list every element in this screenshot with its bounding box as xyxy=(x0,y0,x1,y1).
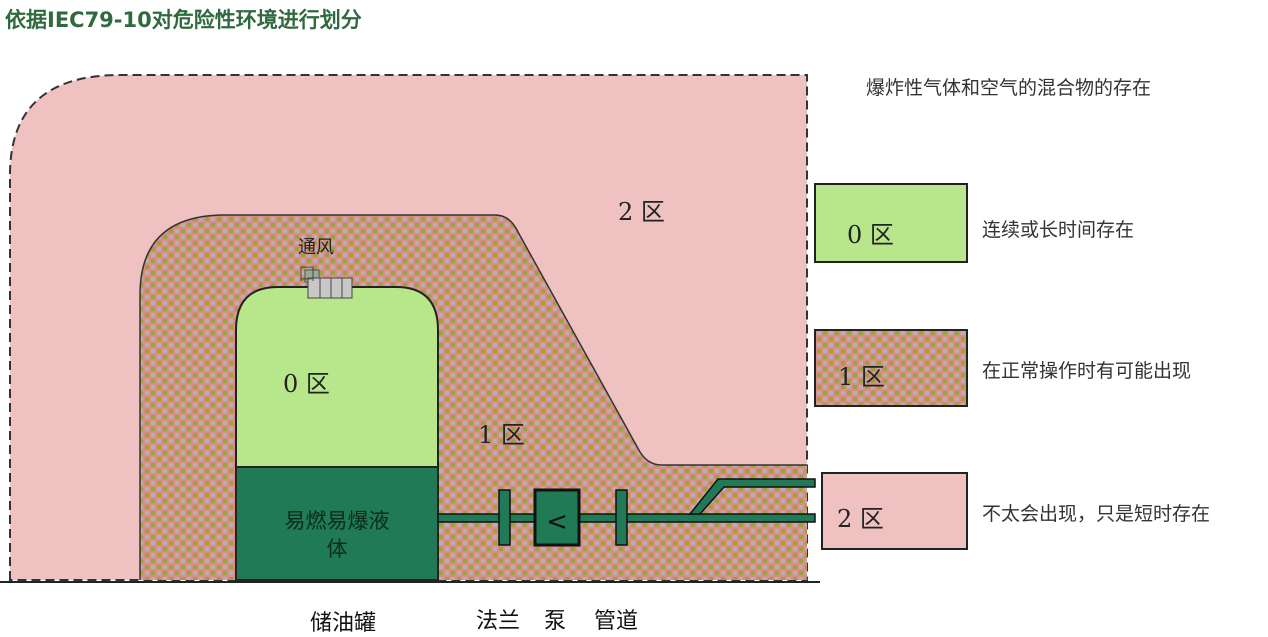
pump xyxy=(533,488,581,547)
legend-desc-zone-2: 不太会出现，只是短时存在 xyxy=(982,503,1210,525)
caption-flange: 法兰 xyxy=(476,609,520,634)
page-title: 依据IEC79-10对危险性环境进行划分 xyxy=(5,8,362,32)
legend-label-zone-1: 1 区 xyxy=(838,363,885,391)
vent-icon xyxy=(304,269,353,299)
legend-heading: 爆炸性气体和空气的混合物的存在 xyxy=(866,77,1151,99)
zone-1-label: 1 区 xyxy=(478,421,525,449)
caption-pump: 泵 xyxy=(544,609,566,634)
liquid-label-2: 体 xyxy=(327,537,348,561)
legend-swatch-zone-0 xyxy=(814,183,968,263)
legend-swatch-zone-2 xyxy=(821,472,968,550)
vent-label-2: 口 xyxy=(298,264,316,285)
legend-desc-zone-1: 在正常操作时有可能出现 xyxy=(982,360,1191,382)
zone-1-outline xyxy=(139,214,807,580)
legend-swatch-zone-1 xyxy=(814,329,968,407)
legend-label-zone-2: 2 区 xyxy=(837,505,884,533)
flange-left xyxy=(498,489,511,546)
caption-tank: 储油罐 xyxy=(310,611,376,636)
tank-liquid xyxy=(235,466,439,581)
flange-right xyxy=(615,489,628,546)
legend-desc-zone-0: 连续或长时间存在 xyxy=(982,219,1134,241)
pipeline xyxy=(437,478,816,547)
tank-vapor-space xyxy=(235,286,439,468)
vent-label: 通风 xyxy=(298,237,334,258)
legend-label-zone-0: 0 区 xyxy=(847,221,894,249)
zone-0-label: 0 区 xyxy=(283,370,330,398)
pump-symbol: < xyxy=(546,507,568,537)
zone-2-label: 2 区 xyxy=(618,198,665,226)
liquid-label-1: 易燃易爆液 xyxy=(285,509,390,533)
caption-pipe: 管道 xyxy=(594,609,638,634)
